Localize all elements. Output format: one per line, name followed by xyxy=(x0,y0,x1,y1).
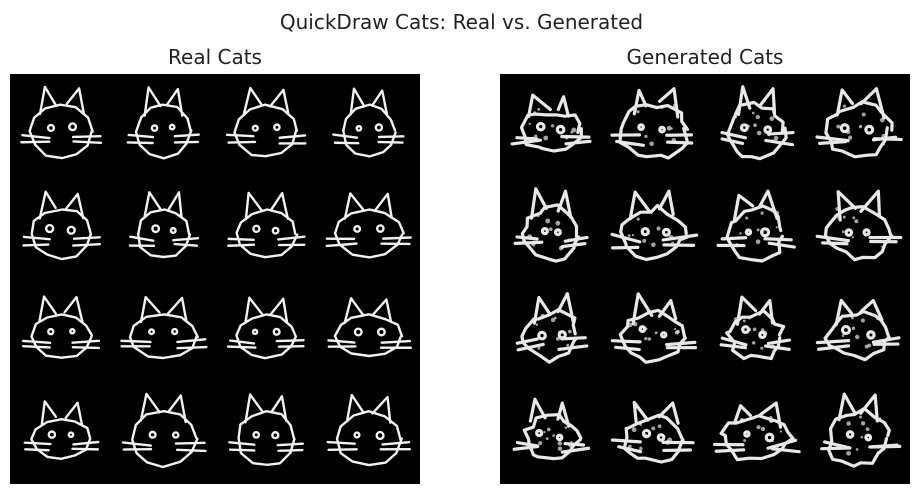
real-cats-panel: Real Cats xyxy=(10,44,420,484)
cat-sketch-generated-1 xyxy=(510,93,592,153)
generated-cats-panel: Generated Cats xyxy=(500,44,910,484)
cat-sketch-generated-13 xyxy=(512,397,591,461)
cat-sketch-real-5 xyxy=(22,190,102,261)
generated-cats-image-grid xyxy=(500,74,910,484)
real-cats-image-grid xyxy=(10,74,420,484)
cat-sketch-generated-7 xyxy=(716,189,796,263)
cat-sketch-generated-15 xyxy=(712,401,801,462)
figure-title: QuickDraw Cats: Real vs. Generated xyxy=(279,10,644,34)
cat-sketch-real-3 xyxy=(225,86,307,158)
cat-sketch-real-7 xyxy=(227,191,306,259)
cat-sketch-generated-4 xyxy=(815,87,903,159)
cat-sketch-generated-8 xyxy=(815,189,903,262)
cat-sketch-generated-3 xyxy=(720,85,795,161)
cat-sketch-real-1 xyxy=(20,85,103,160)
cat-sketch-generated-6 xyxy=(610,189,699,262)
cat-sketch-real-13 xyxy=(23,400,100,460)
cat-sketch-real-12 xyxy=(327,297,413,358)
generated-cats-sketches xyxy=(510,85,903,468)
cat-sketch-real-9 xyxy=(21,295,101,359)
cat-sketch-real-6 xyxy=(128,191,200,259)
cat-sketch-real-2 xyxy=(126,86,200,160)
cat-sketch-generated-14 xyxy=(610,400,695,464)
cat-sketch-real-4 xyxy=(332,87,405,158)
cat-sketch-real-10 xyxy=(120,295,208,360)
cat-sketch-generated-2 xyxy=(610,87,694,160)
cat-sketch-generated-12 xyxy=(815,298,901,362)
cat-sketch-real-14 xyxy=(121,392,207,469)
cat-sketch-generated-9 xyxy=(515,292,589,364)
cat-sketch-real-11 xyxy=(226,296,305,360)
cat-sketch-generated-11 xyxy=(719,295,791,361)
real-cats-title: Real Cats xyxy=(168,45,262,69)
cat-sketch-generated-5 xyxy=(513,187,589,263)
generated-cats-title: Generated Cats xyxy=(626,45,784,69)
cat-sketch-generated-16 xyxy=(820,392,902,468)
cat-sketch-generated-10 xyxy=(610,292,698,364)
real-cats-sketches xyxy=(20,85,413,469)
cat-sketch-real-8 xyxy=(325,192,412,259)
cat-sketch-real-16 xyxy=(326,393,412,467)
cat-sketch-real-15 xyxy=(228,393,305,466)
